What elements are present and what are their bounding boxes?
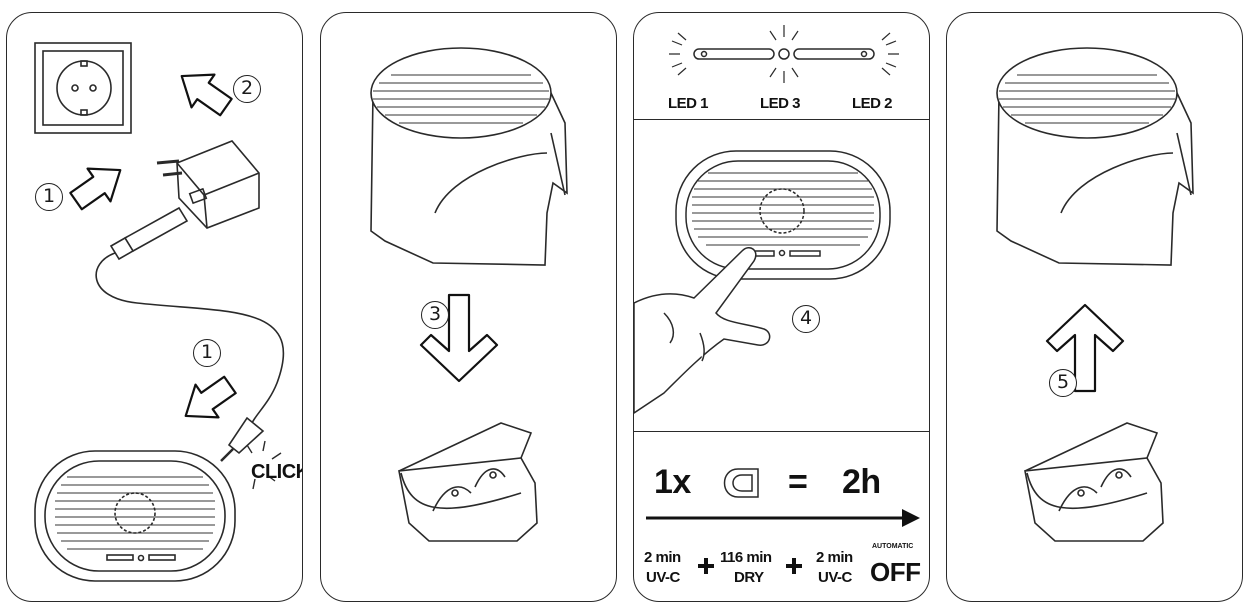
open-case-icon: [1024, 422, 1164, 542]
cycle-section-divider: [634, 431, 929, 432]
connect-power-illustration: [34, 42, 284, 582]
cycle-dry-value: 116 min: [720, 549, 772, 566]
sanitizer-top-view-icon: [675, 150, 891, 280]
step-number-5: 5: [1049, 369, 1077, 397]
timeline-arrow-icon: [646, 509, 920, 527]
step-number-3: 3: [421, 301, 449, 329]
arrow-down-icon: [419, 293, 499, 383]
hand-pressing-icon: [634, 247, 771, 414]
close-lid-illustration: [996, 47, 1194, 542]
cycle-uvc-1-mode: UV-C: [646, 569, 680, 586]
panel-close-lid: 5: [946, 12, 1243, 602]
panel-open-lid: 3: [320, 12, 617, 602]
cycle-off-mode: OFF: [870, 557, 921, 587]
step-number-2: 2: [233, 75, 261, 103]
led-bar-icon: [669, 25, 899, 83]
equation-count: 1x: [654, 463, 691, 501]
step-number-1-cable: 1: [193, 339, 221, 367]
button-symbol-icon: [723, 468, 759, 498]
led-1-label: LED 1: [668, 95, 709, 112]
sanitizer-lid-icon: [996, 47, 1194, 266]
click-label: CLICK: [251, 461, 302, 483]
panel-start-cycle: LED 1 LED 3 LED 2 4 1x = 2h 2 min UV-C 1…: [633, 12, 930, 602]
led-3-label: LED 3: [760, 95, 801, 112]
cycle-dry-mode: DRY: [734, 569, 764, 586]
arrow-step-1-up-icon: [69, 167, 122, 211]
sanitizer-lid-icon: [370, 47, 568, 266]
plus-signs-icon: [698, 558, 802, 574]
led-2-label: LED 2: [852, 95, 893, 112]
open-case-icon: [398, 422, 538, 542]
panel-connect-power: 2 1 1 CLICK: [6, 12, 303, 602]
usb-cable-icon: [95, 206, 284, 462]
equation-duration: 2h: [842, 463, 881, 501]
power-adapter-icon: [156, 140, 260, 229]
sanitizer-base-icon: [34, 450, 236, 582]
start-cycle-illustration: [634, 25, 920, 574]
cycle-uvc-1-value: 2 min: [644, 549, 681, 566]
step-number-4: 4: [792, 305, 820, 333]
cycle-uvc-2-mode: UV-C: [818, 569, 852, 586]
arrow-step-2-icon: [180, 73, 233, 117]
step-number-1: 1: [35, 183, 63, 211]
led-section-divider: [634, 119, 929, 120]
wall-socket-icon: [34, 42, 132, 134]
arrow-step-1-down-icon: [184, 375, 237, 419]
cycle-uvc-2-value: 2 min: [816, 549, 853, 566]
arrow-up-icon: [1045, 303, 1125, 393]
cycle-off-note: AUTOMATIC: [872, 543, 914, 550]
equation-equals: =: [788, 463, 808, 501]
click-burst-icon: [246, 440, 282, 490]
open-lid-illustration: [370, 47, 568, 542]
